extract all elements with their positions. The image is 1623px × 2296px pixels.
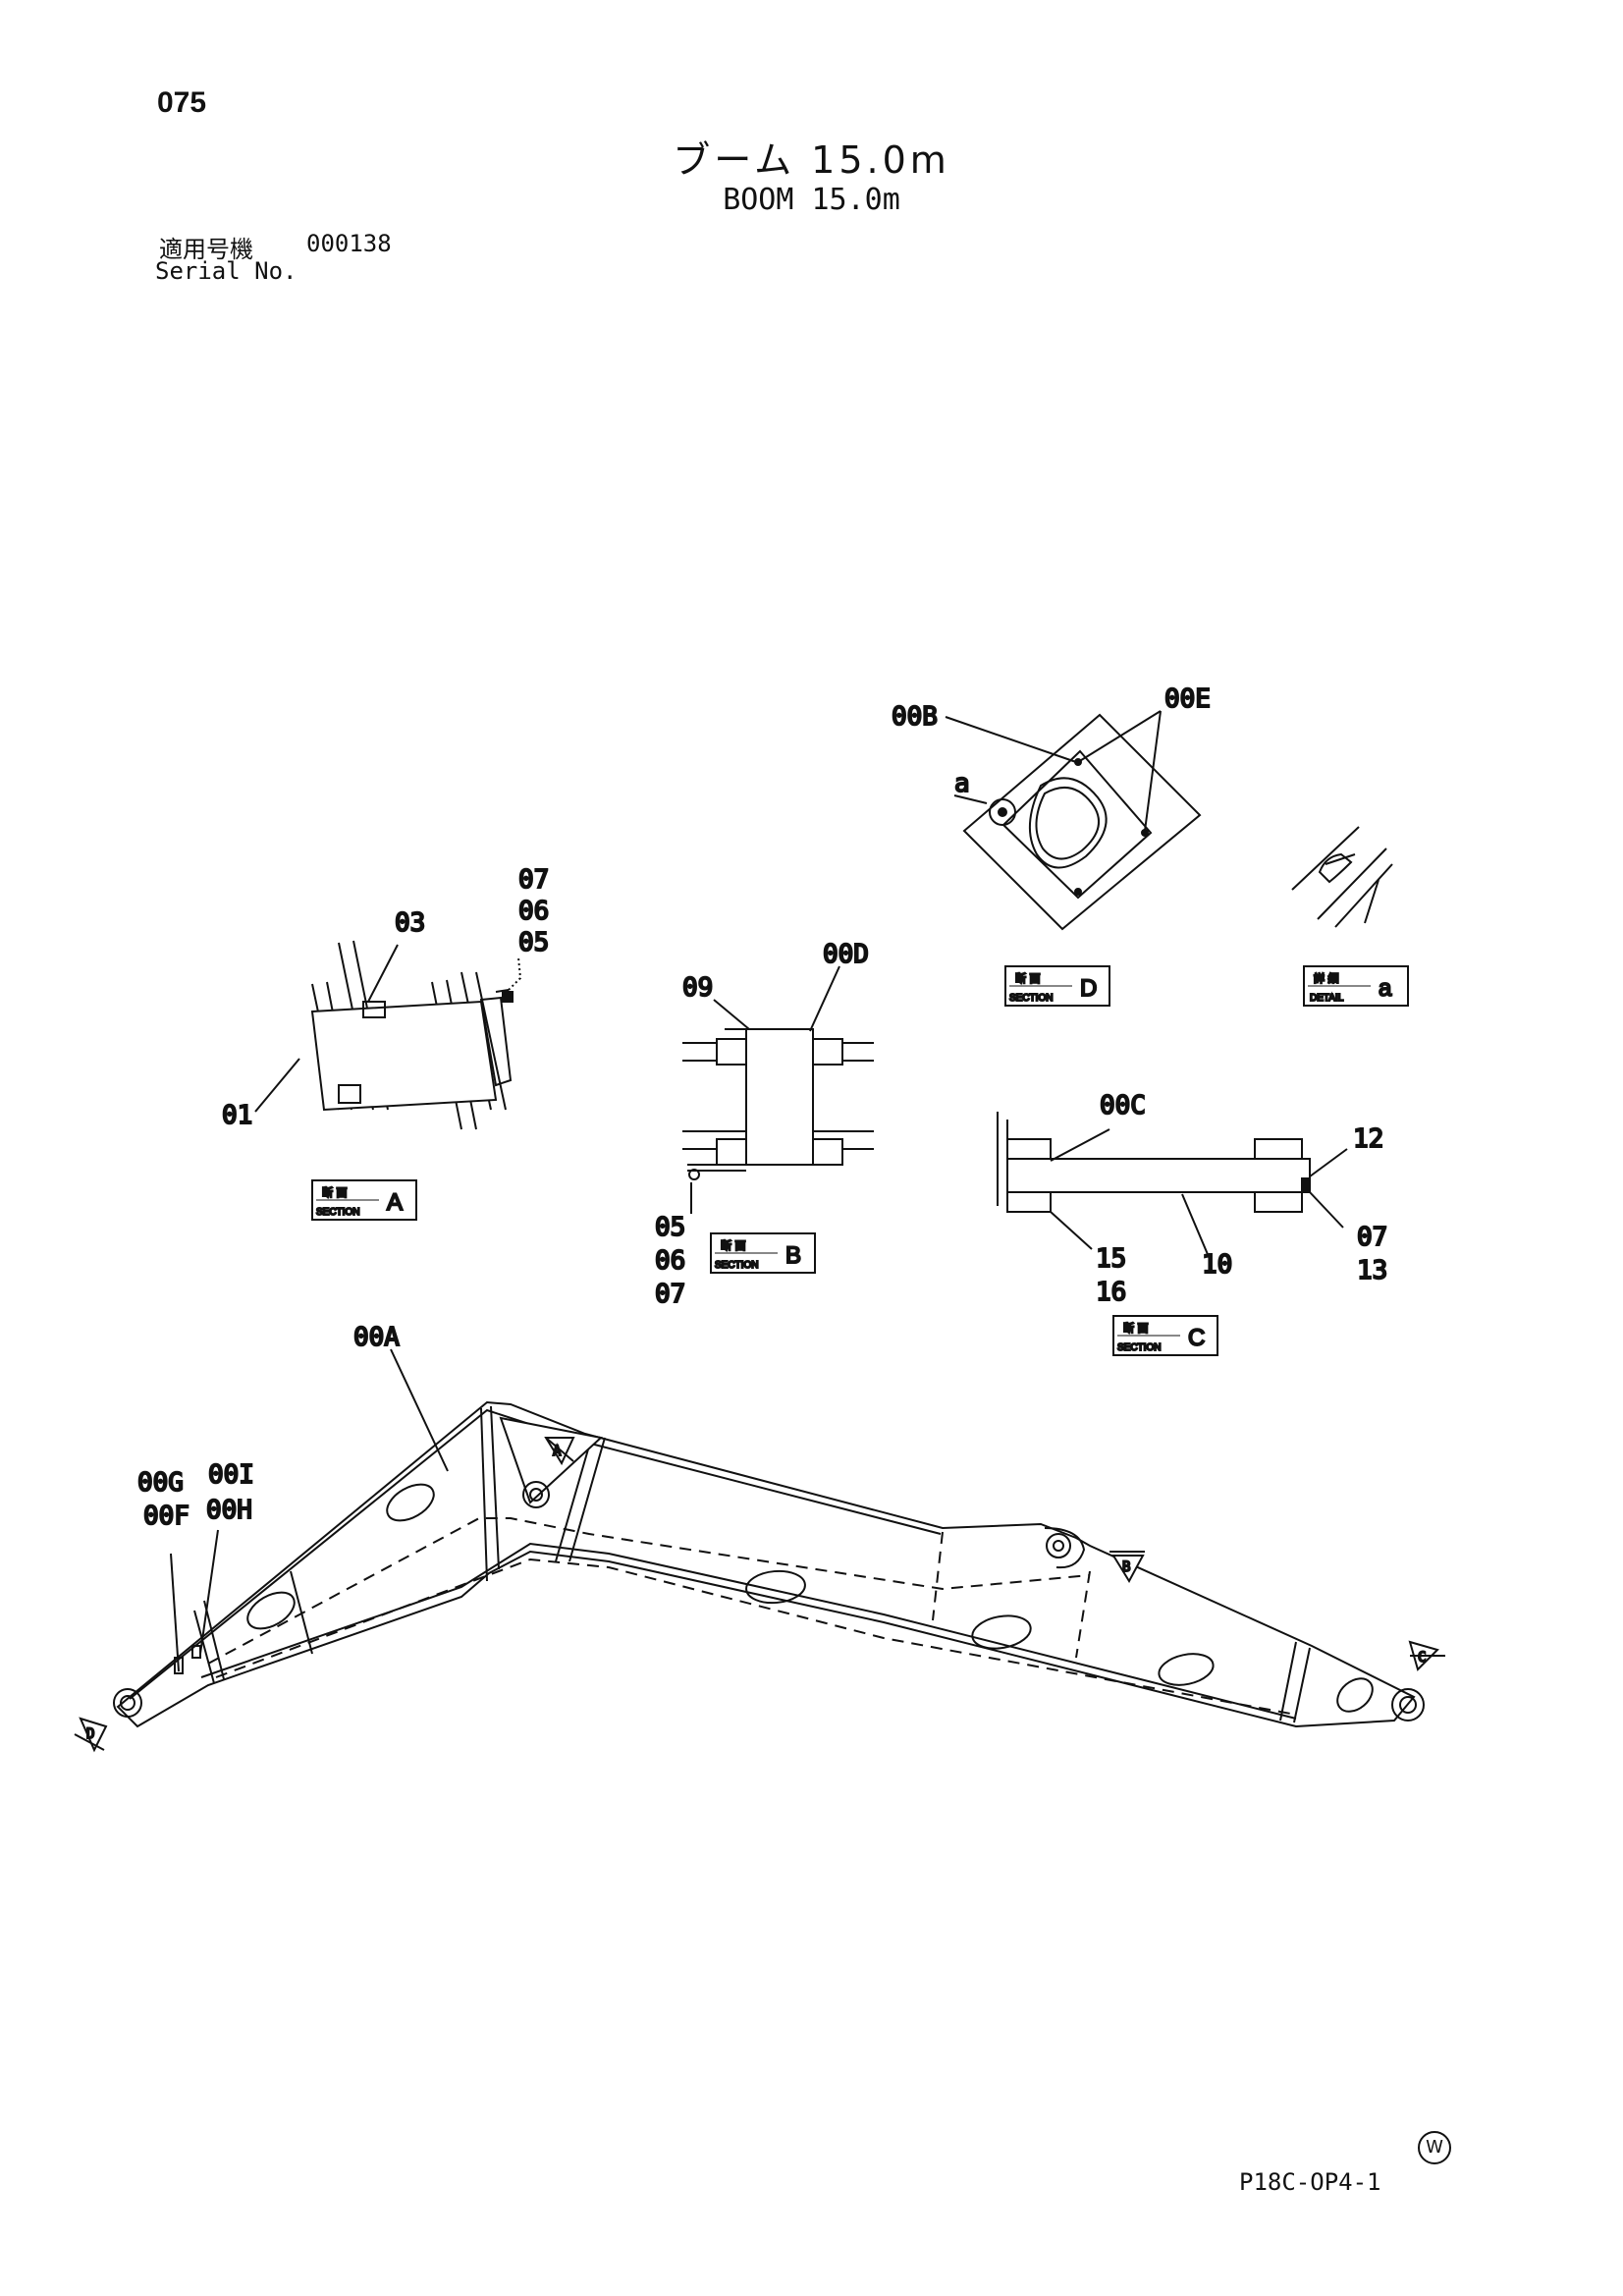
svg-text:断 面: 断 面 bbox=[1015, 971, 1041, 985]
label-06-a: 06 bbox=[518, 897, 549, 926]
svg-text:SECTION: SECTION bbox=[1009, 993, 1053, 1004]
svg-text:C: C bbox=[1418, 1650, 1426, 1666]
svg-text:断 面: 断 面 bbox=[322, 1185, 348, 1199]
section-d-box: 断 面 SECTION D bbox=[1004, 965, 1110, 1007]
svg-text:A: A bbox=[553, 1444, 562, 1459]
section-c-view: 00C 12 07 13 15 16 10 bbox=[997, 1090, 1388, 1308]
label-00A: 00A bbox=[353, 1323, 400, 1352]
label-00H: 00H bbox=[206, 1496, 252, 1525]
section-d-view: 00B 00E a bbox=[891, 683, 1212, 931]
svg-text:D: D bbox=[1080, 975, 1097, 1002]
svg-text:断 面: 断 面 bbox=[1123, 1321, 1149, 1335]
label-01: 01 bbox=[222, 1101, 252, 1130]
label-05-a: 05 bbox=[518, 928, 549, 957]
title-english: BOOM 15.0m bbox=[723, 183, 900, 217]
detail-a-box: 詳 細 DETAIL a bbox=[1303, 965, 1409, 1007]
page-number: 075 bbox=[157, 86, 207, 119]
svg-text:断 面: 断 面 bbox=[721, 1238, 746, 1252]
svg-text:B: B bbox=[1122, 1559, 1130, 1575]
view-marker-d: D bbox=[74, 1717, 108, 1753]
document-code: P18C-OP4-1 bbox=[1239, 2168, 1381, 2196]
label-16: 16 bbox=[1096, 1278, 1126, 1307]
label-a-detail: a bbox=[954, 769, 970, 798]
serial-number: 000138 bbox=[306, 230, 392, 257]
svg-text:a: a bbox=[1379, 975, 1392, 1002]
label-06-b: 06 bbox=[655, 1246, 685, 1276]
view-marker-a: A bbox=[544, 1437, 575, 1466]
svg-text:SECTION: SECTION bbox=[316, 1207, 359, 1218]
svg-text:DETAIL: DETAIL bbox=[1310, 993, 1344, 1004]
serial-label-english: Serial No. bbox=[155, 257, 298, 285]
label-05-b: 05 bbox=[655, 1213, 685, 1242]
detail-a-view bbox=[1291, 826, 1393, 928]
label-15: 15 bbox=[1096, 1244, 1126, 1274]
label-09: 09 bbox=[682, 973, 713, 1003]
label-13: 13 bbox=[1357, 1256, 1387, 1285]
svg-text:SECTION: SECTION bbox=[715, 1260, 758, 1271]
section-c-box: 断 面 SECTION C bbox=[1112, 1315, 1218, 1356]
label-00D: 00D bbox=[823, 940, 869, 969]
section-a-view: 03 07 06 05 01 bbox=[221, 864, 550, 1131]
label-03: 03 bbox=[395, 908, 425, 938]
svg-text:SECTION: SECTION bbox=[1117, 1342, 1161, 1353]
label-07-b: 07 bbox=[655, 1280, 685, 1309]
section-a-box: 断 面 SECTION A bbox=[311, 1179, 417, 1221]
boom-side-view: 00A 00G 00I 00F 00H bbox=[113, 1322, 1425, 1728]
label-10: 10 bbox=[1202, 1250, 1232, 1280]
title-japanese: ブーム 15.0m bbox=[673, 138, 950, 182]
svg-text:C: C bbox=[1188, 1325, 1205, 1351]
svg-text:D: D bbox=[86, 1726, 94, 1742]
label-00F: 00F bbox=[143, 1502, 189, 1531]
label-00C: 00C bbox=[1100, 1091, 1146, 1121]
label-12: 12 bbox=[1353, 1124, 1383, 1154]
svg-text:A: A bbox=[387, 1189, 403, 1216]
view-marker-c: C bbox=[1408, 1640, 1445, 1671]
serial-label-japanese: 適用号機 bbox=[159, 236, 253, 263]
label-00I: 00I bbox=[208, 1460, 254, 1490]
section-b-box: 断 面 SECTION B bbox=[710, 1232, 816, 1274]
w-mark-icon: W bbox=[1418, 2131, 1451, 2164]
label-07-a: 07 bbox=[518, 865, 549, 895]
label-00G: 00G bbox=[137, 1468, 184, 1498]
section-b-view: 09 00D 05 06 07 bbox=[654, 939, 874, 1310]
label-00B: 00B bbox=[892, 702, 938, 732]
svg-text:詳 細: 詳 細 bbox=[1314, 971, 1339, 985]
label-00E: 00E bbox=[1164, 684, 1211, 714]
svg-text:B: B bbox=[785, 1242, 801, 1269]
view-marker-b: B bbox=[1109, 1551, 1145, 1584]
label-07-c: 07 bbox=[1357, 1223, 1387, 1252]
